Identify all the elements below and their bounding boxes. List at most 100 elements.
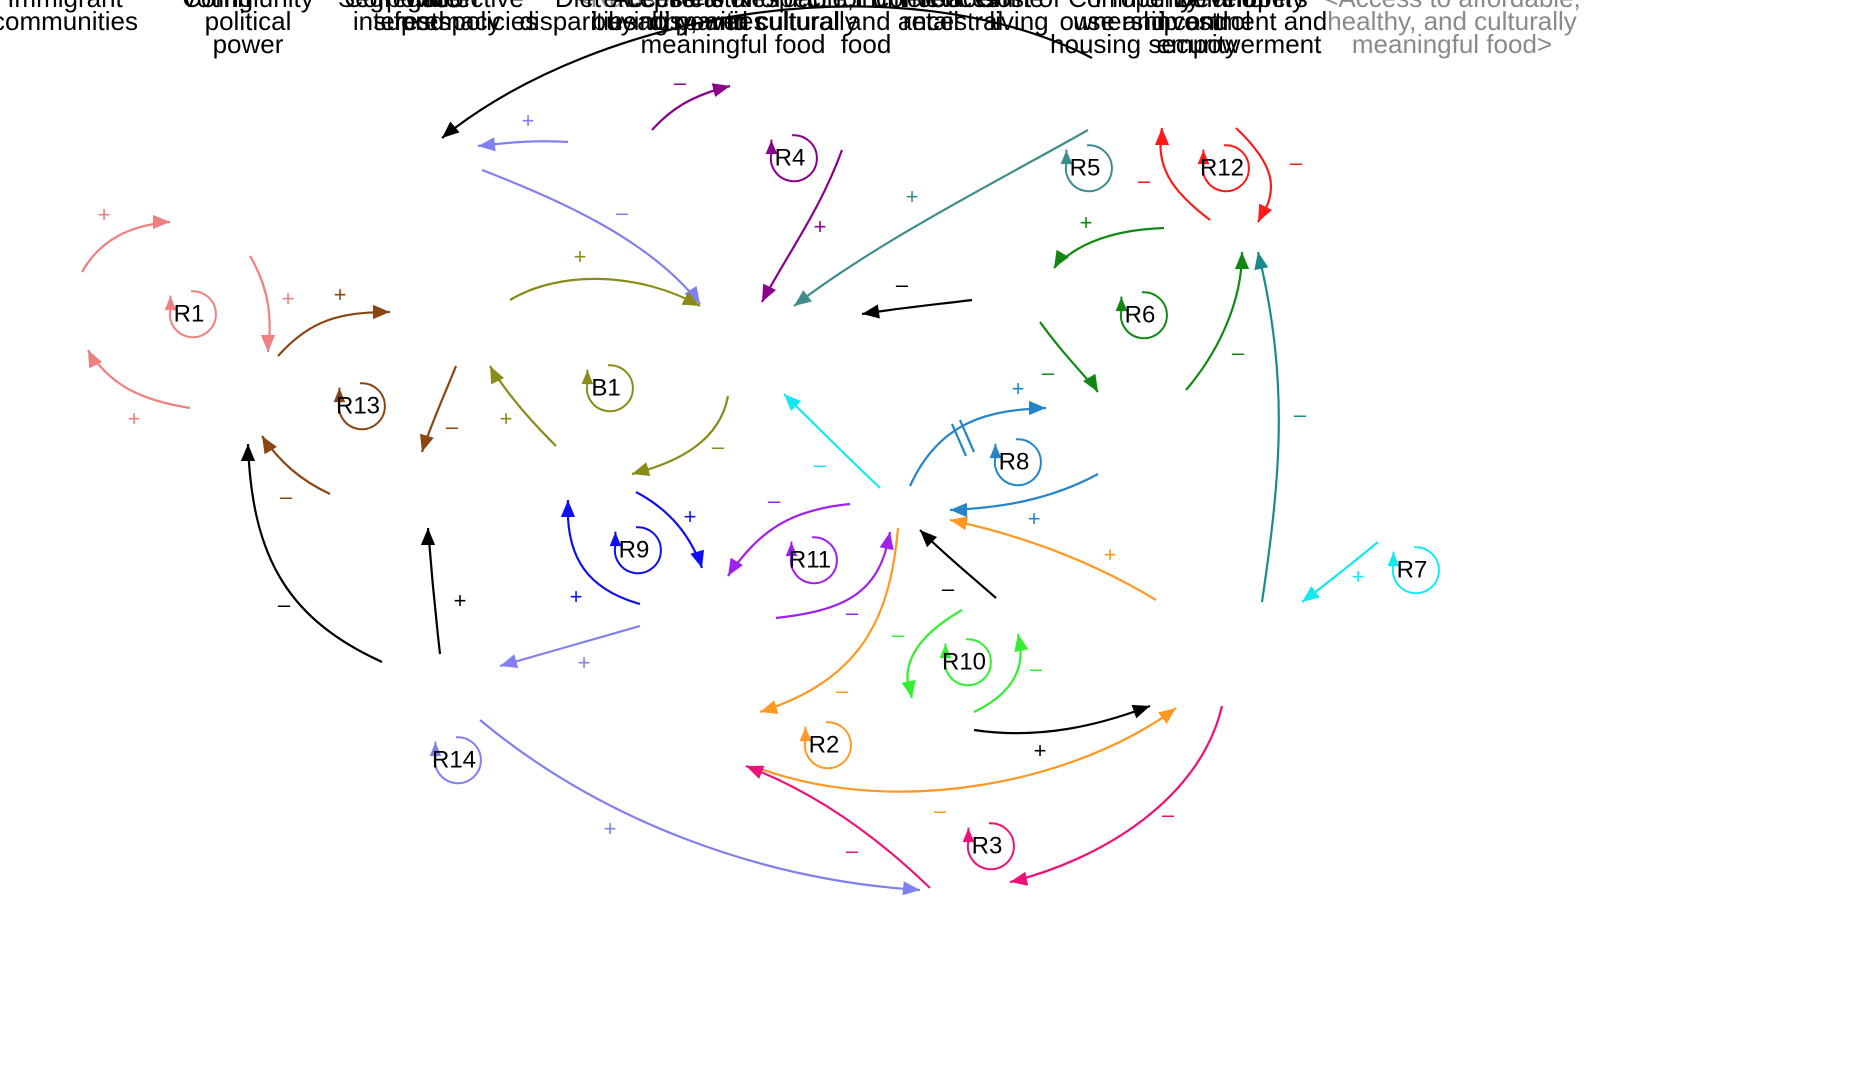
node-diet-line: disparities [519, 6, 636, 36]
loop-r13-arc [337, 382, 386, 431]
link-power-to-protective-arrowhead [373, 304, 390, 320]
link-health-to-white-supremacy-polarity: + [578, 650, 591, 675]
link-white-supremacy-to-power [246, 443, 383, 664]
link-health-to-income-polarity: – [846, 600, 859, 625]
node-cost-of-living-line: Cost of [978, 0, 1061, 13]
loop-r10-arc [943, 638, 992, 687]
node-cost-of-living: Cost ofliving [978, 0, 1061, 36]
delay-mark [958, 419, 976, 453]
link-power-to-immigrant-arrowhead [88, 350, 102, 369]
link-cost-to-property-arrowhead [1083, 373, 1098, 392]
link-racism-to-perceptions-polarity: – [846, 838, 859, 863]
link-corporate-to-power-polarity: – [280, 484, 293, 509]
link-land-to-developers-polarity: – [1290, 150, 1303, 175]
node-crime: Crime [974, 0, 1043, 13]
link-investment-to-developers [1256, 251, 1280, 603]
loop-r8-label: R8 [999, 448, 1030, 475]
link-income-to-perceptions [759, 527, 900, 714]
delay-mark [950, 423, 968, 457]
link-investment-to-racism [1009, 705, 1224, 884]
link-perceptions-to-investment-polarity: – [934, 798, 947, 823]
link-immigrant-to-voting-polarity: + [98, 202, 111, 227]
link-investment-to-racism-polarity: – [1162, 802, 1175, 827]
loop-r6-arc [1119, 291, 1168, 340]
link-racism-to-perceptions [745, 764, 931, 889]
link-crime-to-income-arrowhead [920, 530, 938, 548]
link-income-to-health-polarity: – [768, 488, 781, 513]
node-land-line: use and control [1073, 6, 1251, 36]
link-property-to-income-polarity: + [1028, 506, 1041, 531]
node-community-power: Communitypoliticalpower [182, 0, 313, 59]
link-white-supremacy-to-racism-arrowhead [902, 881, 920, 896]
link-racism-to-respect-arrowhead [711, 83, 730, 97]
node-community-power-line: Community [182, 0, 313, 13]
link-white-supremacy-to-racism-polarity: + [604, 816, 617, 841]
node-access-line: healthy, and culturally [608, 6, 858, 36]
node-community-power-line: political [205, 6, 292, 36]
link-property-to-income-arrowhead [950, 502, 967, 518]
link-white-supremacy-to-corporate [426, 527, 442, 655]
loop-r3-arc [966, 822, 1015, 871]
node-protective-line: Protective [408, 0, 524, 13]
link-food-retail-to-crime-arrowhead [1014, 634, 1029, 653]
node-voting-line: Voting [181, 0, 253, 13]
loop-r6-label: R6 [1125, 301, 1156, 328]
loop-r12-label: R12 [1200, 154, 1244, 181]
loop-r1-label: R1 [174, 300, 205, 327]
link-land-to-segregation-arrowhead [442, 121, 460, 138]
node-white-supremacy-line: White [404, 0, 470, 13]
link-health-to-diet-polarity: + [570, 584, 583, 609]
node-access-shadow: <Access to affordable,healthy, and cultu… [1323, 0, 1581, 59]
node-white-supremacy-line: supremacy [373, 6, 500, 36]
loop-r5-label: R5 [1070, 154, 1101, 181]
link-income-to-property-arrowhead [1029, 400, 1046, 416]
node-community-power-line: power [213, 29, 284, 59]
link-health-to-white-supremacy-arrowhead [500, 654, 519, 668]
node-access-line: Access to affordable, [612, 0, 854, 13]
loop-r11-arc [789, 536, 838, 585]
node-immigrant-line: Immigrant [7, 0, 123, 13]
node-perceptions-line: Perceptions of [586, 0, 753, 13]
node-developers: Developers [1176, 0, 1308, 13]
loop-r1-arc [168, 290, 217, 339]
loop-r13-label: R13 [336, 392, 380, 419]
link-investment-to-income-polarity: + [1104, 542, 1117, 567]
link-diet-to-protective-arrowhead [490, 366, 504, 385]
link-investment-to-income-arrowhead [950, 516, 969, 531]
link-health-to-diet [566, 499, 641, 606]
link-income-to-access-arrowhead [784, 394, 802, 412]
loop-r14-arc [433, 736, 482, 785]
link-crime-to-food-retail-arrowhead [901, 679, 916, 698]
node-food-retail-line: Food [901, 0, 960, 13]
link-segregation-to-access-arrowhead [684, 285, 700, 304]
link-investment-to-racism-arrowhead [1010, 871, 1029, 886]
node-investment-line: empowerment [1157, 29, 1323, 59]
link-developers-to-land-polarity: – [1138, 168, 1151, 193]
node-food-retail-line: retail [903, 6, 959, 36]
link-food-retail-to-crime-polarity: – [1030, 656, 1043, 681]
link-racism-to-perceptions-arrowhead [746, 765, 765, 779]
link-food-retail-to-investment-arrowhead [1131, 704, 1150, 719]
node-immigrant-line: communities [0, 6, 138, 36]
node-perceptions-line: buying power [592, 6, 747, 36]
node-respect: Respect for differencesin cultural and a… [729, 0, 1004, 59]
link-investment-to-developers-polarity: – [1294, 402, 1307, 427]
node-respect-line: food [841, 29, 892, 59]
link-white-supremacy-to-racism [479, 719, 921, 892]
link-property-to-developers-polarity: – [1232, 340, 1245, 365]
link-respect-to-access [761, 149, 844, 303]
link-income-to-access-polarity: – [814, 452, 827, 477]
link-power-to-immigrant-polarity: + [128, 406, 141, 431]
node-corporate-line: interests [353, 6, 451, 36]
link-property-to-income [949, 473, 1099, 512]
loop-r7-label: R7 [1397, 556, 1428, 583]
link-respect-to-access-arrowhead [762, 283, 776, 302]
node-health: Healthdisparities [649, 0, 766, 36]
node-segregation: Segregation [338, 0, 478, 13]
node-income: Income [854, 0, 939, 13]
link-access-shadow-to-investment-polarity: + [1352, 564, 1365, 589]
node-racism: Racism [930, 0, 1017, 13]
loop-r7-arc [1391, 546, 1440, 595]
